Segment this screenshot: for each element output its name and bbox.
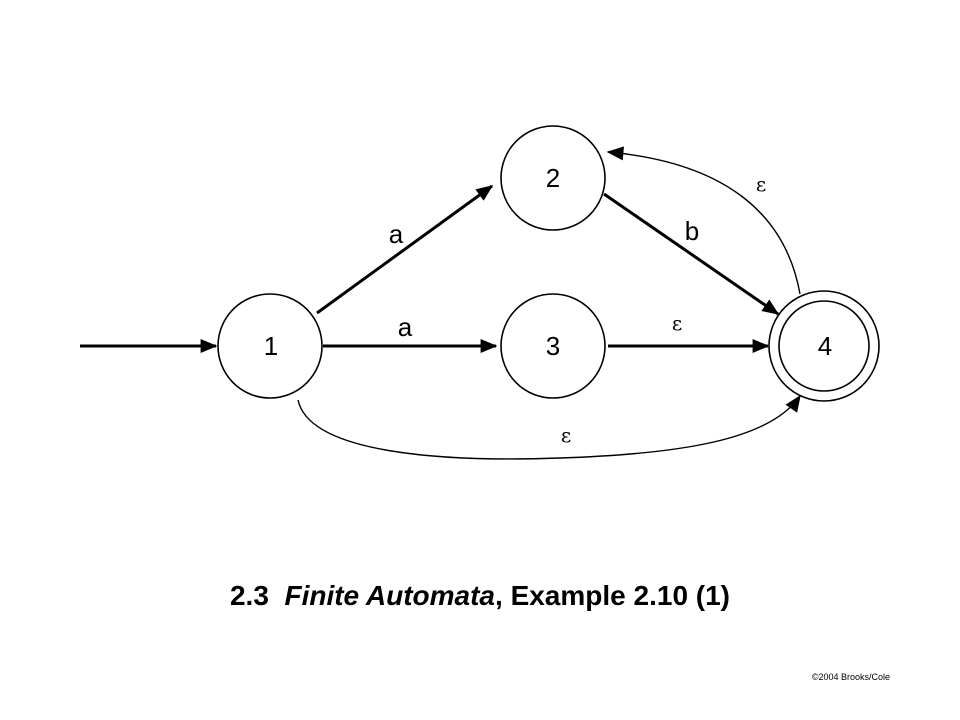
edge-1-to-2-label: a (389, 219, 404, 249)
state-1-label: 1 (264, 331, 278, 361)
state-3-node: 3 (500, 293, 606, 399)
state-2-label: 2 (546, 163, 560, 193)
edge-1-to-4 (297, 394, 801, 460)
edge-4-to-2 (606, 146, 801, 295)
caption-example: Example 2.10 (1) (510, 580, 731, 611)
copyright-notice: ©2004 Brooks/Cole (811, 672, 890, 682)
caption-section-number: 2.3 (229, 580, 269, 611)
state-4-node: 4 (768, 290, 880, 402)
accepting-inner-ring (778, 300, 870, 392)
slide-caption: 2.3 Finite Automata, Example 2.10 (1) (0, 580, 960, 612)
edge-2-to-4 (603, 192, 780, 316)
caption-separator: , (495, 580, 503, 611)
edge-1-to-2 (316, 184, 494, 315)
edge-3-to-4-label: ε (672, 311, 682, 335)
caption-topic: Finite Automata (284, 580, 495, 611)
edge-2-to-4-label: b (685, 216, 699, 246)
state-2-node: 2 (500, 125, 606, 231)
edge-1-to-4-label: ε (561, 423, 571, 447)
state-3-label: 3 (546, 331, 560, 361)
state-4-label: 4 (818, 331, 832, 361)
edge-1-to-3-label: a (398, 312, 413, 342)
edge-4-to-2-label: ε (756, 172, 766, 196)
state-1-node: 1 (217, 293, 323, 399)
